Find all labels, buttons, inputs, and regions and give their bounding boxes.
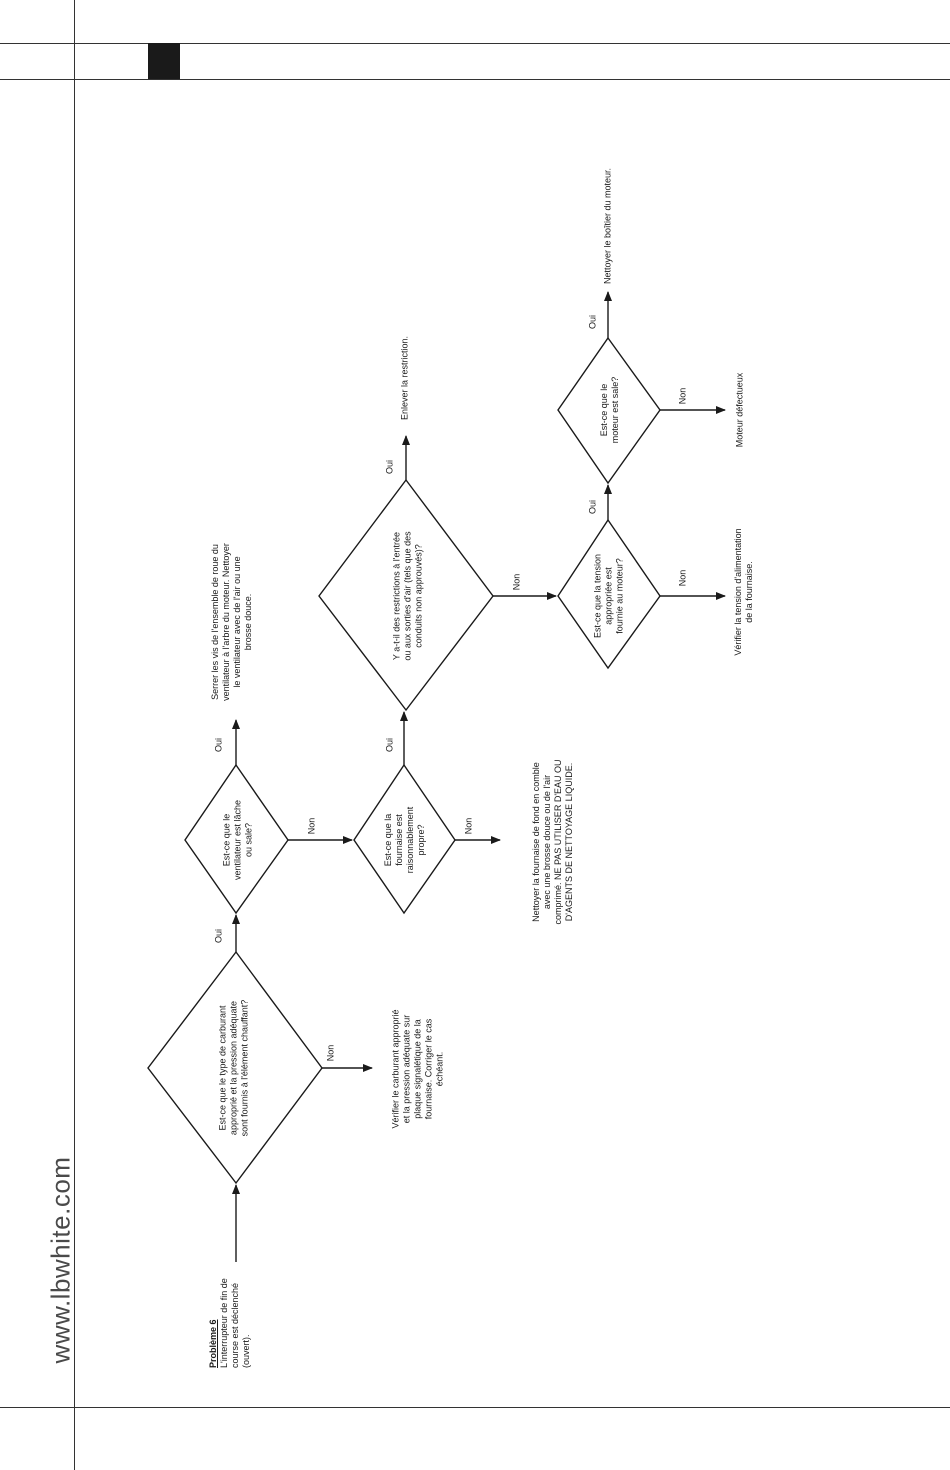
question-fan: Est-ce que le ventilateur est lâche ou s…: [221, 799, 254, 881]
diamond-fuel: [147, 950, 323, 1185]
action-clean-furnace: Nettoyer la fournaise de fond en comble …: [531, 759, 574, 925]
label-restr-yes: Oui: [384, 459, 395, 475]
question-fuel: Est-ce que le type de carburant appropri…: [217, 999, 250, 1137]
label-volt-yes: Oui: [587, 499, 598, 515]
problem-statement: Problème 6 L'interrupteur de fin de cour…: [208, 1268, 252, 1368]
question-voltage: Est-ce que la tension appropriée est fou…: [592, 553, 625, 639]
problem-description: L'interrupteur de fin de course est décl…: [219, 1278, 251, 1368]
action-remove-restriction: Enlever la restriction.: [399, 335, 410, 421]
label-clean-no: Non: [463, 817, 474, 835]
question-motor-dirty: Est-ce que le moteur est sale?: [599, 376, 620, 444]
diamond-restrictions: [318, 478, 494, 712]
margin-rule: [74, 0, 75, 1470]
diamond-fan: [184, 763, 289, 915]
diamond-clean: [353, 763, 456, 915]
label-fan-yes: Oui: [213, 737, 224, 753]
diamond-voltage: [557, 518, 661, 670]
label-motor-no: Non: [677, 387, 688, 405]
action-clean-motor: Nettoyer le boîtier du moteur.: [602, 167, 613, 285]
label-clean-yes: Oui: [384, 737, 395, 753]
label-volt-no: Non: [677, 569, 688, 587]
label-fan-no: Non: [306, 817, 317, 835]
label-restr-no: Non: [511, 573, 522, 591]
problem-title: Problème 6: [208, 1319, 218, 1368]
action-check-voltage: Vérifier la tension d'alimentation de la…: [733, 528, 754, 656]
top-rule-2: [0, 79, 950, 80]
question-restrictions: Y a-t-il des restrictions à l'entrée ou …: [391, 531, 424, 661]
label-fuel-no: Non: [325, 1044, 336, 1062]
question-clean: Est-ce que la fournaise est raisonnablem…: [383, 806, 426, 874]
label-motor-yes: Oui: [587, 314, 598, 330]
action-motor-defective: Moteur défectueux: [734, 372, 745, 448]
action-check-fuel: Vérifier le carburant approprié et la pr…: [390, 1009, 445, 1129]
bottom-rule: [0, 1407, 950, 1408]
label-fuel-yes: Oui: [213, 928, 224, 944]
section-tab: [148, 43, 180, 79]
diamond-motor-dirty: [557, 336, 661, 485]
top-rule: [0, 43, 950, 44]
action-tighten-fan: Serrer les vis de l'ensemble de roue du …: [210, 543, 253, 701]
